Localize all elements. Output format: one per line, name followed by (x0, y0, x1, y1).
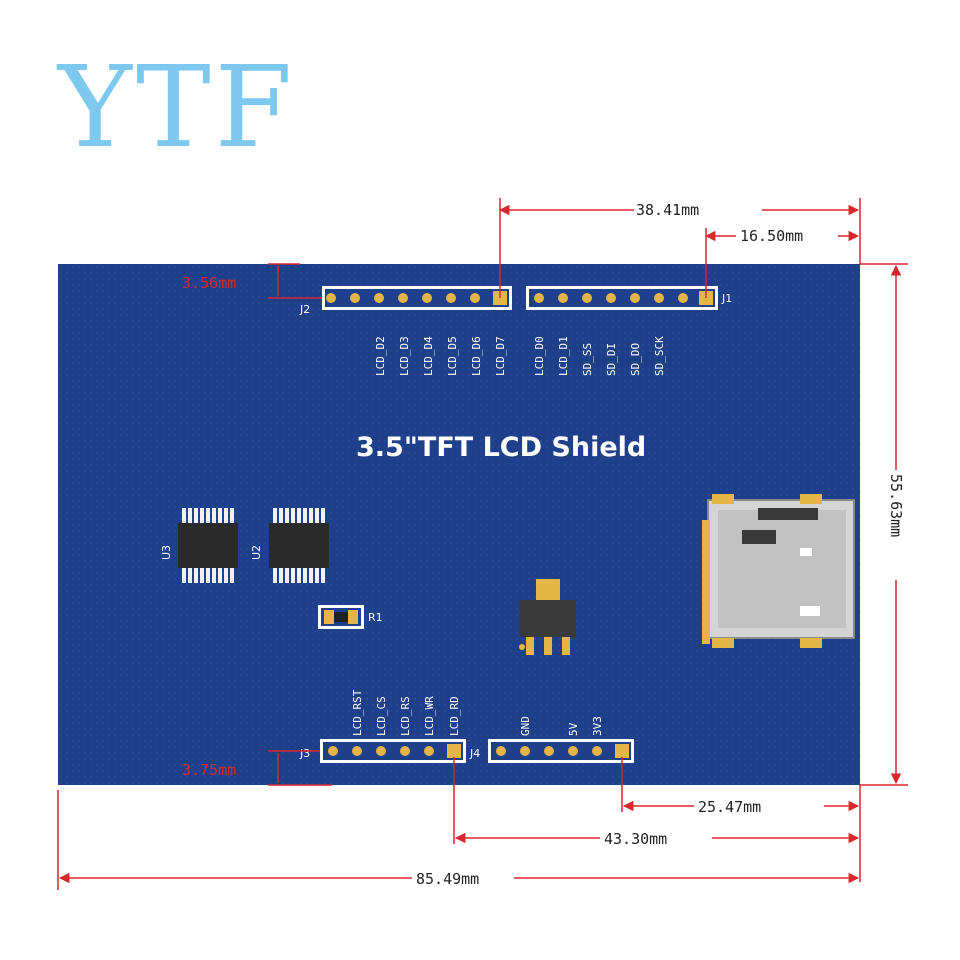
pin-label: LCD_D4 (422, 336, 435, 376)
brand-logo: YTF (58, 43, 297, 173)
pin-label: LCD_RD (448, 696, 461, 736)
dim-label-85-49: 85.49mm (416, 870, 479, 888)
dim-label-25-47: 25.47mm (698, 798, 761, 816)
j3-ref: J3 (299, 747, 310, 760)
dim-label-3-56: 3.56mm (182, 274, 236, 292)
dim-label-43-30: 43.30mm (604, 830, 667, 848)
u2-ref: U2 (250, 545, 263, 560)
j4-ref: J4 (469, 747, 480, 760)
chip-u2: U2 (250, 508, 329, 583)
pin-label: SD_DI (605, 343, 618, 376)
pin-label: LCD_D5 (446, 336, 459, 376)
pin-label: SD_SS (581, 343, 594, 376)
pin-label: SD_SCK (653, 336, 666, 376)
chip-u3: U3 (160, 508, 238, 583)
j2-pin-labels: LCD_D2 LCD_D3 LCD_D4 LCD_D5 LCD_D6 LCD_D… (374, 336, 507, 376)
pin-label: 5V (567, 722, 580, 736)
pin-label: LCD_D3 (398, 336, 411, 376)
header-j1: J1 (526, 286, 732, 310)
j3-pin-labels: LCD_RST LCD_CS LCD_RS LCD_WR LCD_RD (351, 689, 461, 736)
j1-ref: J1 (721, 292, 732, 305)
board-title: 3.5"TFT LCD Shield (356, 432, 647, 463)
j1-pin-labels: LCD_D0 LCD_D1 SD_SS SD_DI SD_DO SD_SCK (533, 336, 666, 376)
header-j2: J2 (299, 286, 512, 316)
pin-label: GND (519, 716, 532, 736)
header-j4: J4 (469, 739, 634, 763)
sd-card-slot (702, 494, 855, 648)
pin-label: LCD_D2 (374, 336, 387, 376)
pin-label: LCD_D6 (470, 336, 483, 376)
dim-label-55-63: 55.63mm (887, 474, 905, 537)
resistor-r1: R1 (318, 605, 383, 629)
pin-label: LCD_D1 (557, 336, 570, 376)
u3-ref: U3 (160, 545, 173, 560)
pin-label: LCD_RST (351, 689, 364, 736)
pin-label: LCD_WR (423, 696, 436, 736)
dimension-lines (57, 198, 908, 890)
j2-ref: J2 (299, 303, 310, 316)
r1-ref: R1 (368, 611, 383, 624)
voltage-regulator (519, 579, 576, 655)
pin-label: LCD_CS (375, 696, 388, 736)
header-j3: J3 (299, 739, 466, 763)
dim-label-16-50: 16.50mm (740, 227, 803, 245)
pin-label: LCD_D0 (533, 336, 546, 376)
pin-label: LCD_D7 (494, 336, 507, 376)
pin-label: SD_DO (629, 343, 642, 376)
j4-pin-labels: GND 5V 3V3 (519, 716, 604, 736)
dim-label-38-41: 38.41mm (636, 201, 699, 219)
pin-label: 3V3 (591, 716, 604, 736)
dim-label-3-75: 3.75mm (182, 761, 236, 779)
pin-label: LCD_RS (399, 696, 412, 736)
